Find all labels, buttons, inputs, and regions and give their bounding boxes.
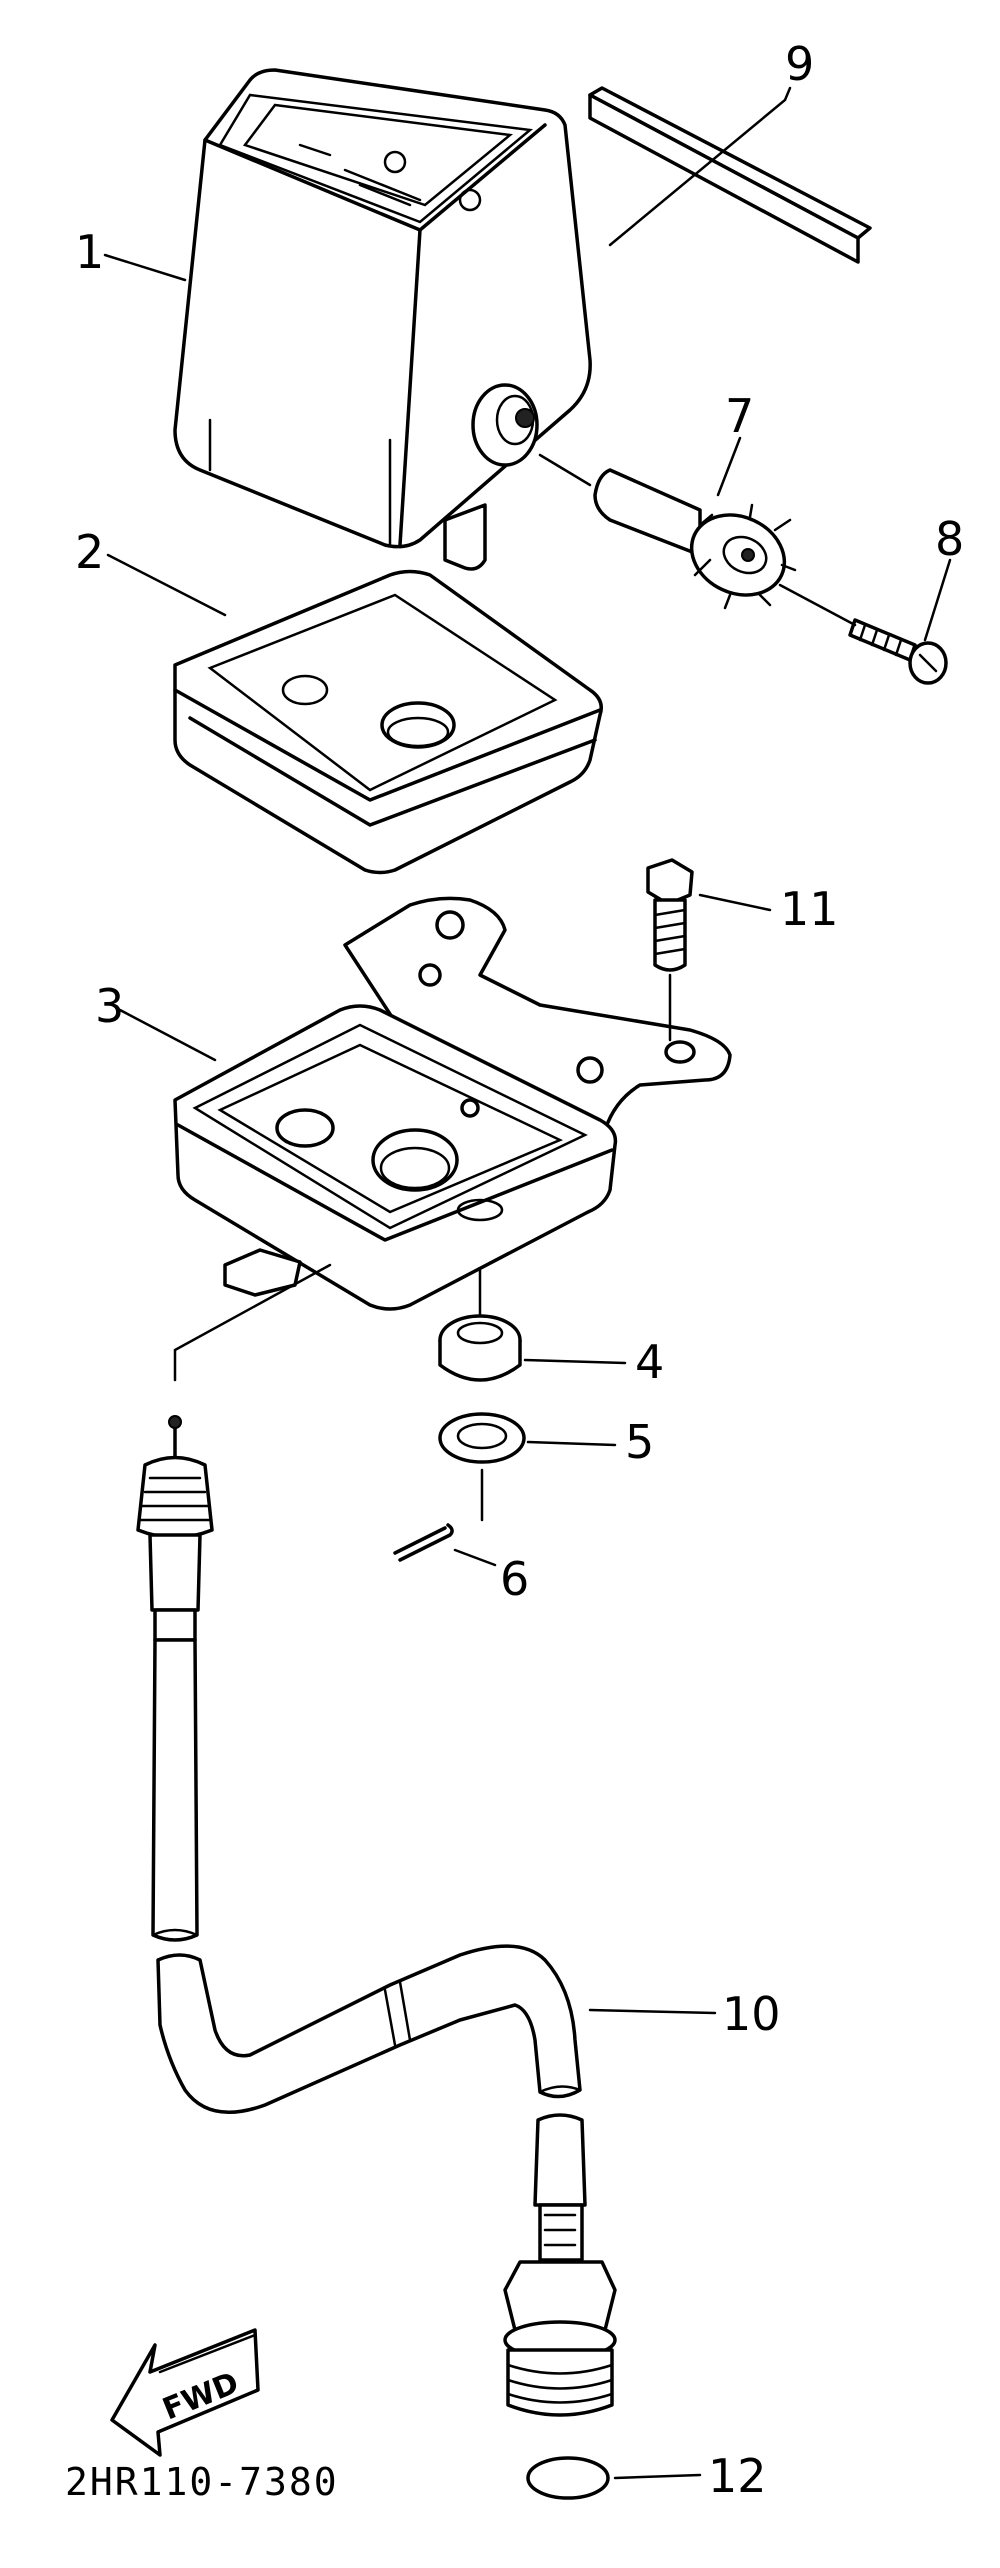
- part-9-strip: [588, 86, 872, 264]
- leader-lines: [103, 86, 952, 2480]
- drawing-code: 2HR110-7380: [65, 2460, 339, 2504]
- callout-2: 2: [75, 525, 104, 579]
- callout-4: 4: [635, 1335, 664, 1389]
- part-11-bolt: [646, 858, 694, 972]
- part-6-pin: [393, 1523, 454, 1562]
- callout-7: 7: [725, 389, 754, 443]
- callout-11: 11: [780, 882, 839, 936]
- part-2-cushion: [173, 569, 603, 875]
- callout-labels: 1 9 2 7 8 11 3 4 5 6 10 12: [75, 37, 964, 2503]
- callout-5: 5: [625, 1415, 654, 1469]
- callout-3: 3: [95, 979, 124, 1033]
- part-10-meter-cable: [136, 1415, 617, 2417]
- callout-9: 9: [785, 37, 814, 91]
- callout-10: 10: [722, 1987, 781, 2041]
- part-5-washer: [438, 1412, 526, 1464]
- callout-12: 12: [708, 2449, 767, 2503]
- part-1-meter-housing: [173, 68, 592, 571]
- callout-8: 8: [935, 512, 964, 566]
- fwd-arrow-icon: FWD: [110, 2328, 260, 2457]
- part-7-gear: [593, 468, 797, 610]
- part-8-screw: [848, 618, 948, 685]
- part-4-grommet: [438, 1314, 522, 1382]
- callout-1: 1: [75, 225, 104, 279]
- callout-6: 6: [500, 1552, 529, 1606]
- part-3-bracket: [173, 896, 732, 1311]
- part-12-o-ring: [526, 2456, 610, 2500]
